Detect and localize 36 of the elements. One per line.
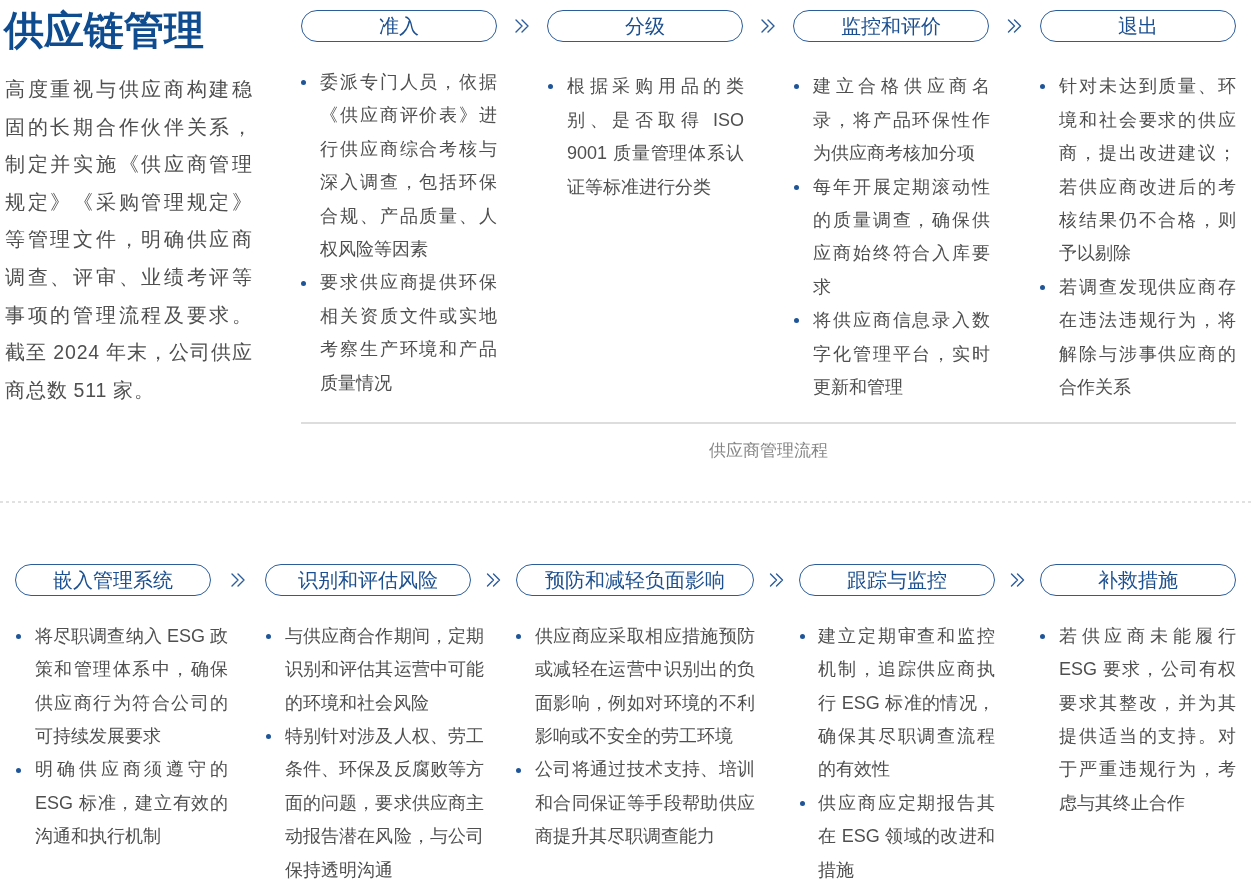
bullet-text: 若调查发现供应商存在违法违规行为，将解除与涉事供应商的合作关系 xyxy=(1059,275,1236,399)
page-title: 供应链管理 xyxy=(4,7,204,54)
bullet-text: 公司将通过技术支持、培训和合同保证等手段帮助供应商提升其尽职调查能力 xyxy=(535,758,755,849)
bullet-text: 明确供应商须遵守的 ESG 标准，建立有效的沟通和执行机制 xyxy=(35,758,228,849)
step-pill: 补救措施 xyxy=(1040,564,1236,596)
bullet-text: 委派专门人员，依据《供应商评价表》进行供应商综合考核与深入调查，包括环保合规、产品质量、人权风险等因素 xyxy=(320,71,497,262)
bullet-text: 每年开展定期滚动性的质量调查，确保供应商始终符合入库要求 xyxy=(813,175,990,299)
bullet-text: 供应商应定期报告其在 ESG 领域的改进和措施 xyxy=(818,791,995,882)
step-pill: 跟踪与监控 xyxy=(799,564,995,596)
step-pill: 预防和减轻负面影响 xyxy=(516,564,754,596)
bullet-text: 与供应商合作期间，定期识别和评估其运营中可能的环境和社会风险 xyxy=(285,624,484,715)
chevron-arrow xyxy=(486,573,501,587)
intro-paragraph: 高度重视与供应商构建稳固的长期合作伙伴关系，制定并实施《供应商管理规定》《采购管理规定》等管理文件，明确供应商调查、评审、业绩考评等事项的管理流程及要求。截至 2024 年末，公司供应商总数 511 家。 xyxy=(5,77,253,403)
bullet-text: 建立定期审查和监控机制，追踪供应商执行 ESG 标准的情况，确保其尽职调查流程的有效性 xyxy=(818,624,995,782)
chevron-arrow xyxy=(231,573,245,587)
bullet-text: 将供应商信息录入数字化管理平台，实时更新和管理 xyxy=(813,309,990,399)
step-pill: 准入 xyxy=(301,10,497,42)
bullet-text: 根据采购用品的类别、是否取得 ISO 9001 质量管理体系认证等标准进行分类 xyxy=(567,75,744,199)
step-pill: 退出 xyxy=(1040,10,1236,42)
bullet-text: 将尽职调查纳入 ESG 政策和管理体系中，确保供应商行为符合公司的可持续发展要求 xyxy=(35,624,228,748)
step-pill: 监控和评价 xyxy=(793,10,989,42)
bullet-text: 若供应商未能履行 ESG 要求，公司有权要求其整改，并为其提供适当的支持。对于严重违规行为，考虑与其终止合作 xyxy=(1059,624,1236,815)
chevron-arrow xyxy=(761,19,775,33)
flow-caption: 供应商管理流程 xyxy=(708,440,829,462)
chevron-arrow xyxy=(1007,19,1022,33)
step-pill: 嵌入管理系统 xyxy=(15,564,211,596)
step-pill: 分级 xyxy=(547,10,743,42)
chevron-arrow xyxy=(769,573,784,587)
bullet-text: 供应商应采取相应措施预防或减轻在运营中识别出的负面影响，例如对环境的不利影响或不安全的劳工环境 xyxy=(535,624,755,748)
bullet-text: 针对未达到质量、环境和社会要求的供应商，提出改进建议；若供应商改进后的考核结果仍不合格，则予以剔除 xyxy=(1059,75,1236,266)
chevron-arrow xyxy=(515,19,529,33)
chevron-arrow xyxy=(1010,573,1025,587)
bullet-text: 特别针对涉及人权、劳工条件、环保及反腐败等方面的问题，要求供应商主动报告潜在风险，与公司保持透明沟通 xyxy=(285,725,484,882)
bullet-text: 建立合格供应商名录，将产品环保性作为供应商考核加分项 xyxy=(813,75,990,166)
bullet-text: 要求供应商提供环保相关资质文件或实地考察生产环境和产品质量情况 xyxy=(320,271,497,395)
step-pill: 识别和评估风险 xyxy=(265,564,471,596)
